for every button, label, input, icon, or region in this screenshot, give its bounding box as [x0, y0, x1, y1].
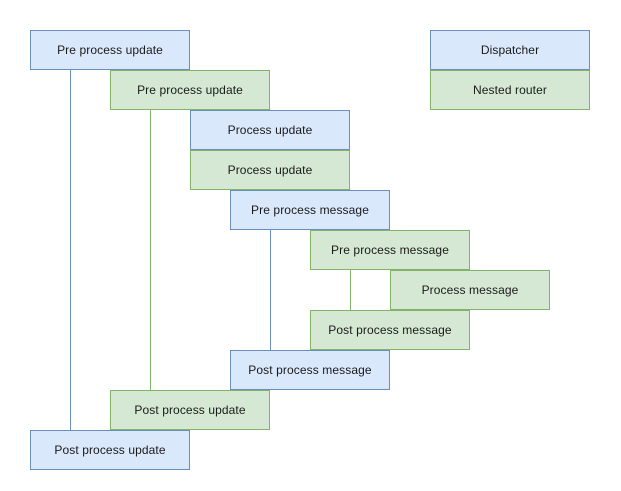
flow-node-label: Pre process message — [251, 203, 369, 217]
flow-node[interactable]: Pre process message — [230, 190, 390, 230]
flow-node[interactable]: Post process update — [30, 430, 190, 470]
connector-router-message — [350, 270, 351, 310]
legend-item[interactable]: Dispatcher — [430, 30, 590, 70]
flow-node[interactable]: Pre process update — [110, 70, 270, 110]
flow-node-label: Post process update — [54, 443, 166, 457]
flow-node[interactable]: Process update — [190, 110, 350, 150]
flow-node[interactable]: Process update — [190, 150, 350, 190]
flow-node-label: Post process message — [328, 323, 452, 337]
legend-item-label: Dispatcher — [480, 43, 540, 57]
flow-node[interactable]: Post process message — [230, 350, 390, 390]
flow-node-label: Post process update — [134, 403, 246, 417]
flow-node-label: Post process message — [248, 363, 372, 377]
flow-node[interactable]: Pre process message — [310, 230, 470, 270]
connector-dispatcher-update — [70, 70, 71, 430]
flow-node-label: Process update — [227, 163, 313, 177]
flow-node[interactable]: Post process message — [310, 310, 470, 350]
flow-node-label: Pre process update — [137, 83, 243, 97]
flow-node-label: Pre process update — [57, 43, 163, 57]
flow-node-label: Pre process message — [331, 243, 449, 257]
connector-router-update — [150, 110, 151, 390]
legend-item[interactable]: Nested router — [430, 70, 590, 110]
flow-node-label: Process update — [227, 123, 313, 137]
connector-dispatcher-message — [270, 230, 271, 350]
flow-node[interactable]: Process message — [390, 270, 550, 310]
flow-node[interactable]: Pre process update — [30, 30, 190, 70]
flow-node[interactable]: Post process update — [110, 390, 270, 430]
legend-item-label: Nested router — [472, 83, 547, 97]
flow-node-label: Process message — [421, 283, 519, 297]
